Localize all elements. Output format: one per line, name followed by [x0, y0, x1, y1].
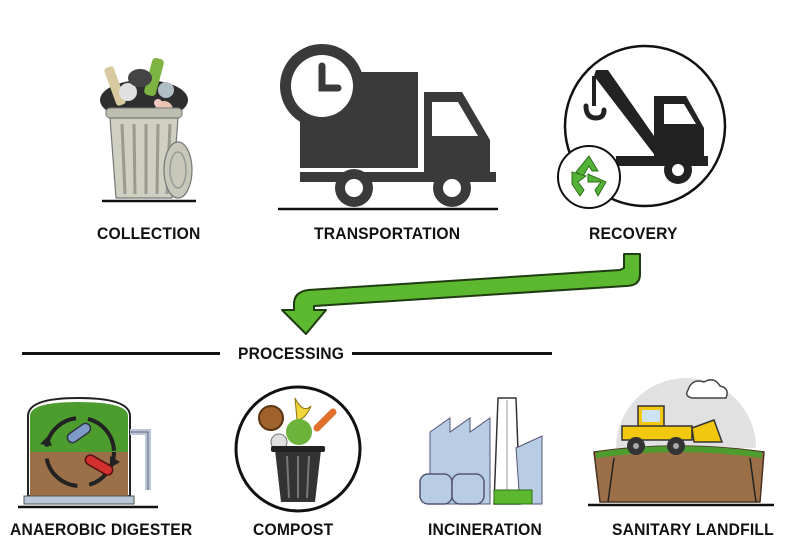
processing-label: PROCESSING [238, 344, 345, 363]
stage-label-collection: COLLECTION [97, 224, 201, 243]
processing-divider-left [22, 352, 220, 355]
trash-can-icon [88, 48, 200, 208]
delivery-truck-clock-icon [276, 42, 504, 212]
processing-divider-right [352, 352, 552, 355]
stage-label-recovery: RECOVERY [589, 224, 678, 243]
compost-bin-icon [233, 384, 363, 514]
flow-arrow-icon [270, 248, 646, 338]
method-label-compost: COMPOST [253, 520, 334, 539]
stage-label-transportation: TRANSPORTATION [314, 224, 461, 243]
method-label-incineration: INCINERATION [428, 520, 543, 539]
tow-truck-recycle-icon [556, 44, 734, 210]
landfill-bulldozer-icon [588, 366, 774, 510]
incinerator-factory-icon [416, 388, 546, 508]
method-label-anaerobic-digester: ANAEROBIC DIGESTER [10, 520, 193, 539]
digester-tank-icon [18, 392, 158, 510]
recycle-icon [571, 155, 607, 198]
method-label-sanitary-landfill: SANITARY LANDFILL [612, 520, 774, 539]
